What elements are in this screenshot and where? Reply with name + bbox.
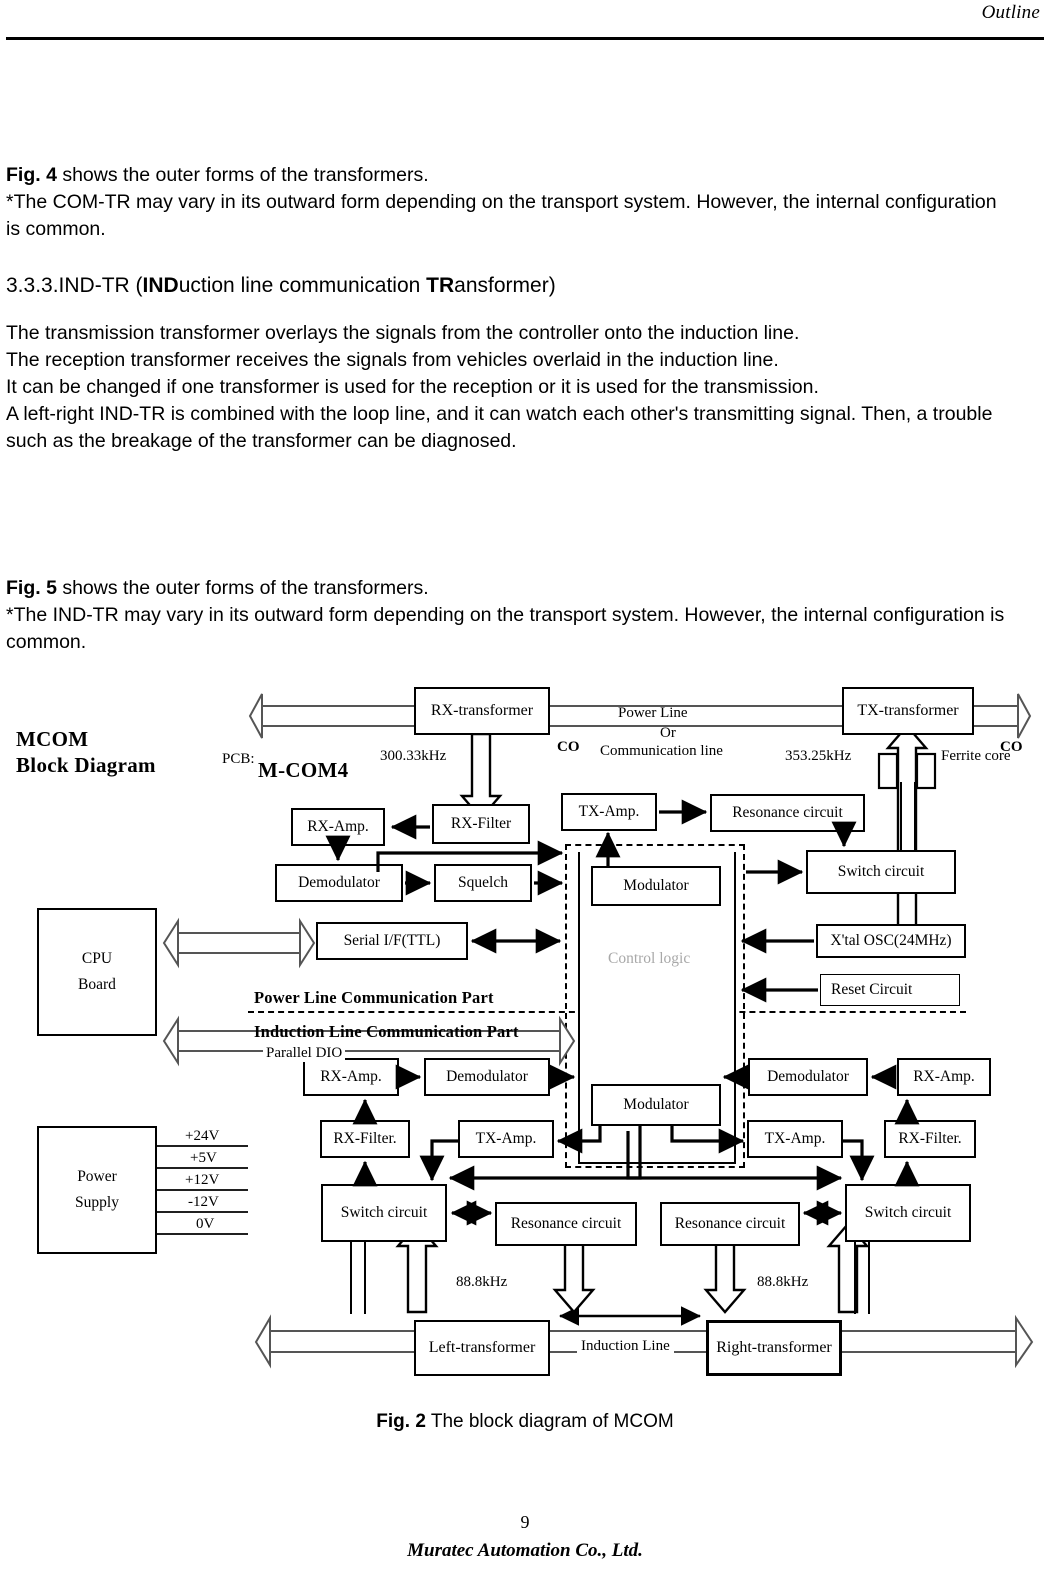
block-tx-amp-right: TX-Amp. [747,1120,843,1158]
block-right-transformer: Right-transformer [706,1320,842,1376]
paragraph-fig4: Fig. 4 shows the outer forms of the tran… [6,162,1006,243]
caption-text: The block diagram of MCOM [425,1411,674,1432]
block-left-transformer: Left-transformer [414,1320,550,1376]
label-voltage-24v: +24V [185,1128,220,1144]
label-communication-line: Communication line [600,743,723,759]
label-induction-line-communication-part: Induction Line Communication Part [254,1022,519,1041]
label-co-left: CO [557,739,580,755]
ind-tr-note: *The IND-TR may vary in its outward form… [6,604,1005,653]
pcb-prefix-label: PCB: [222,751,255,767]
label-power-line-communication-part: Power Line Communication Part [254,988,494,1007]
label-voltage-5v: +5V [190,1150,217,1166]
heading-part-1: 3.3.3.IND-TR ( [6,274,143,297]
figure-title-line1: MCOM [16,727,89,751]
block-xtal-osc: X'tal OSC(24MHz) [816,924,966,958]
block-tx-amp-top: TX-Amp. [561,793,657,831]
diagram-signal-arrows [325,799,920,1226]
block-switch-circuit-top: Switch circuit [806,850,956,894]
control-logic-label: Control logic [608,950,691,967]
block-rx-transformer: RX-transformer [414,687,550,735]
block-rx-filter-left: RX-Filter. [320,1120,410,1158]
block-resonance-circuit-left: Resonance circuit [495,1202,637,1246]
figure-title-line2: Block Diagram [16,753,156,777]
fig4-text: shows the outer forms of the transformer… [56,164,429,186]
label-induction-line: Induction Line [577,1338,674,1355]
mcom-block-diagram: RX-transformer TX-transformer RX-Amp. RX… [0,686,1050,1386]
label-parallel-dio: Parallel DIO [263,1045,346,1062]
label-co-right: CO [1000,739,1023,755]
page-header-title: Outline [981,2,1040,23]
label-freq-ind-right: 88.8kHz [757,1274,809,1290]
section-heading-333: 3.3.3.IND-TR (INDuction line communicati… [6,272,1006,299]
paragraph-ind-tr-description: The transmission transformer overlays th… [6,322,993,452]
page-number: 9 [520,1512,530,1532]
fig4-label: Fig. 4 [6,164,57,186]
paragraph-fig5: Fig. 5 shows the outer forms of the tran… [6,575,1016,656]
block-demodulator-right: Demodulator [748,1058,868,1096]
block-switch-circuit-left: Switch circuit [321,1184,447,1242]
figure-caption: Fig. 2 The block diagram of MCOM [0,1411,1050,1433]
block-power-supply: Power Supply [37,1126,157,1254]
block-squelch: Squelch [434,864,532,902]
block-cpu-board: CPU Board [37,908,157,1036]
block-modulator-top: Modulator [591,866,721,906]
diagram-wires [156,693,1034,1369]
label-voltage-12v: +12V [185,1172,220,1188]
label-ferrite-core: Ferrite core [941,748,1011,764]
block-serial-if: Serial I/F(TTL) [316,922,468,960]
label-voltage-minus-12v: -12V [188,1194,219,1210]
block-demodulator-left: Demodulator [424,1058,550,1096]
pcb-name-label: M-COM4 [258,758,349,782]
fig5-label: Fig. 5 [6,577,57,599]
block-demodulator-top: Demodulator [275,864,403,902]
heading-part-ind: IND [142,274,179,297]
block-tx-amp-left: TX-Amp. [458,1120,554,1158]
block-rx-filter-right: RX-Filter. [884,1120,976,1158]
block-rx-amp-left: RX-Amp. [303,1058,399,1096]
label-voltage-0v: 0V [196,1216,215,1232]
footer-company: Muratec Automation Co., Ltd. [407,1540,643,1561]
label-power-line: Power Line [618,705,688,721]
heading-part-tr: TR [426,274,455,297]
block-tx-transformer: TX-transformer [842,687,974,735]
block-resonance-circuit-top: Resonance circuit [710,794,865,832]
heading-part-2: uction line communication [178,274,427,297]
fig5-text: shows the outer forms of the transformer… [56,577,429,599]
com-tr-note: *The COM-TR may vary in its outward form… [6,191,997,240]
block-rx-amp-right: RX-Amp. [897,1058,991,1096]
label-or: Or [660,725,676,741]
label-freq-ind-left: 88.8kHz [456,1274,508,1290]
block-modulator-bottom: Modulator [591,1084,721,1126]
caption-label: Fig. 2 [376,1411,426,1432]
block-reset-circuit: Reset Circuit [820,974,960,1006]
block-rx-filter-top: RX-Filter [432,804,530,844]
figure-title: MCOM Block Diagram [16,726,156,778]
heading-part-3: ansformer) [454,274,556,297]
header-rule [6,37,1044,40]
label-freq-rx: 300.33kHz [380,748,447,764]
label-freq-tx: 353.25kHz [785,748,852,764]
block-resonance-circuit-right: Resonance circuit [660,1202,800,1246]
control-logic-dashed-boundary [565,844,745,1168]
